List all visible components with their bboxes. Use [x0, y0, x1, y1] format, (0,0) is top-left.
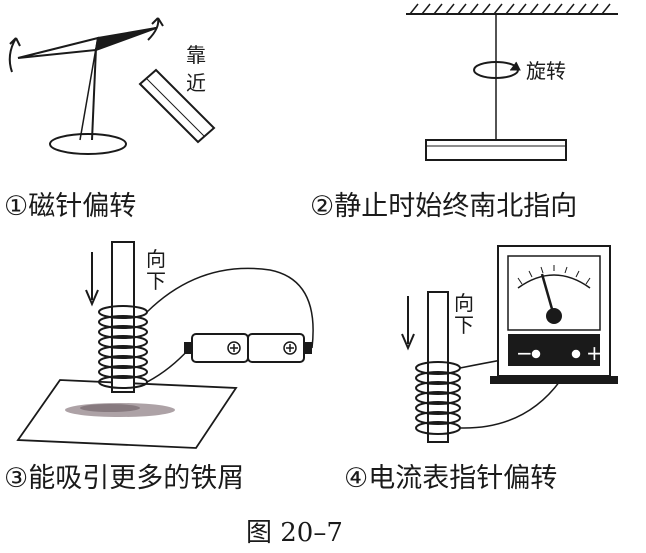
caption-1: ①磁针偏转 — [4, 191, 137, 222]
caption-4: ④电流表指针偏转 — [344, 463, 558, 494]
compass-needle-illustration — [8, 17, 216, 155]
down-label-4b: 下 — [454, 313, 474, 337]
hanging-magnet-illustration — [406, 3, 618, 161]
down-label-3a: 向 — [146, 247, 166, 271]
induction-illustration — [401, 245, 618, 443]
ammeter-plus-label: + — [586, 341, 603, 365]
panel-3-electromagnet-filings: 向 下 ③能吸引更多的铁屑 — [0, 230, 340, 510]
panel-4-induction-ammeter: 向 下 − + ④电流表指针偏转 — [340, 230, 646, 510]
caption-2: ②静止时始终南北指向 — [310, 191, 578, 222]
caption-3: ③能吸引更多的铁屑 — [4, 463, 245, 494]
rotate-label: 旋转 — [526, 59, 566, 83]
panel-2-hanging-magnet: 旋转 ②静止时始终南北指向 — [310, 0, 646, 230]
down-label-4a: 向 — [454, 291, 474, 315]
approach-label-1: 靠 — [186, 43, 206, 67]
panel-1-needle-deflection: 靠 近 ①磁针偏转 — [0, 0, 320, 230]
electromagnet-illustration — [16, 241, 314, 449]
down-label-3b: 下 — [146, 269, 166, 293]
ammeter-minus-label: − — [516, 341, 533, 365]
approach-label-2: 近 — [186, 71, 206, 95]
figure-title: 图 20–7 — [246, 518, 343, 548]
